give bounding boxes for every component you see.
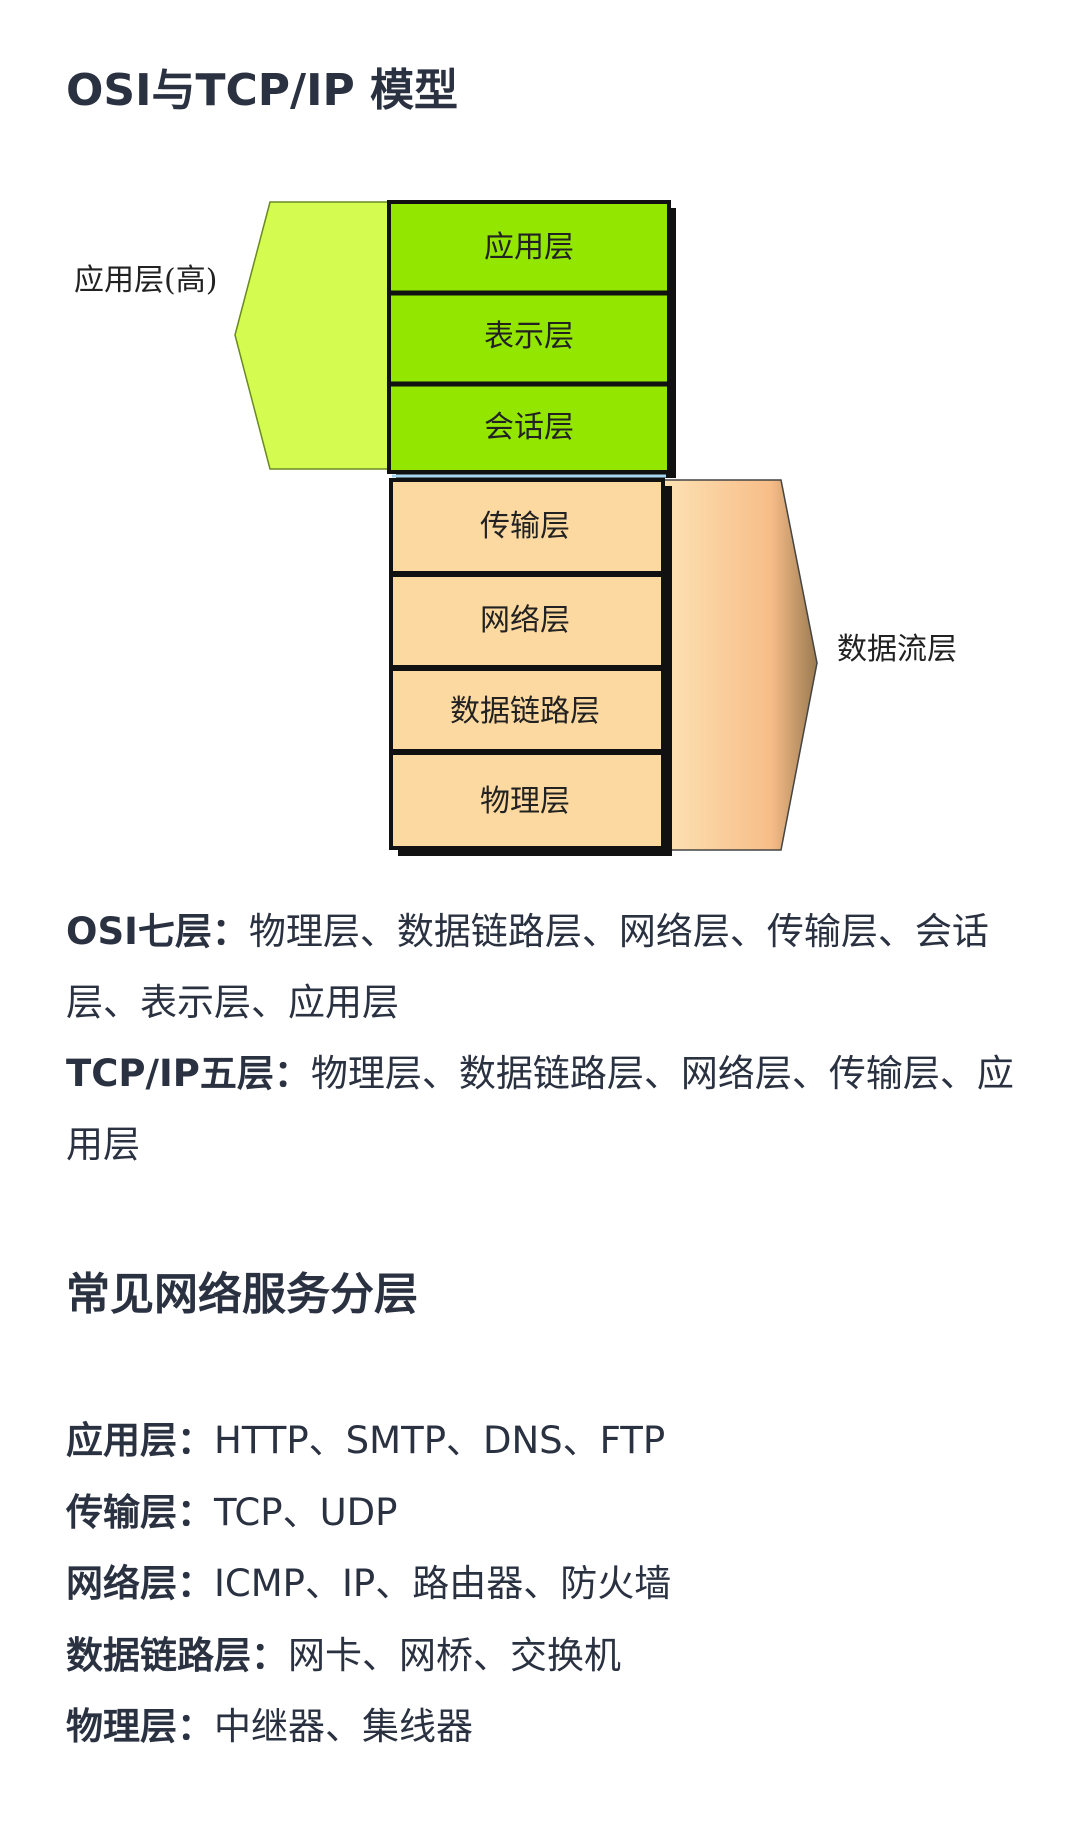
service-row: 数据链路层：网卡、网桥、交换机 <box>66 1620 671 1692</box>
tcpip-text: 物理层、数据链路层、网络层、传输层、应用层 <box>66 1052 1014 1166</box>
osi-text: 物理层、数据链路层、网络层、传输层、会话层、表示层、应用层 <box>66 910 989 1024</box>
service-label: 应用层： <box>66 1419 214 1462</box>
service-label: 物理层： <box>66 1705 214 1748</box>
layer-transport: 传输层 <box>480 509 570 544</box>
service-value: TCP、UDP <box>214 1490 398 1534</box>
service-value: ICMP、IP、路由器、防火墙 <box>214 1562 672 1605</box>
layer-application: 应用层 <box>484 230 574 265</box>
service-value: HTTP、SMTP、DNS、FTP <box>214 1419 666 1462</box>
lower-group-arrow <box>662 479 818 851</box>
osi-summary: OSI七层：物理层、数据链路层、网络层、传输层、会话层、表示层、应用层 <box>66 896 1016 1038</box>
osi-model-diagram: 应用层(高) 应用层 表示层 会话层 数据流层 传输层 网络层 数据链路层 物理… <box>74 200 957 856</box>
layer-presentation: 表示层 <box>484 319 574 354</box>
upper-group-label: 应用层(高) <box>74 263 217 298</box>
tcpip-summary: TCP/IP五层：物理层、数据链路层、网络层、传输层、应用层 <box>66 1038 1016 1180</box>
tcpip-label: TCP/IP五层： <box>66 1052 311 1095</box>
service-label: 数据链路层： <box>66 1633 288 1677</box>
service-value: 网卡、网桥、交换机 <box>288 1633 621 1677</box>
layer-session: 会话层 <box>484 410 574 445</box>
service-row: 网络层：ICMP、IP、路由器、防火墙 <box>66 1548 671 1620</box>
service-label: 网络层： <box>66 1562 214 1605</box>
layer-physical: 物理层 <box>480 784 570 819</box>
service-value: 中继器、集线器 <box>214 1705 473 1748</box>
upper-group-arrow <box>234 201 390 470</box>
layer-network: 网络层 <box>480 603 570 638</box>
page-title: OSI与TCP/IP 模型 <box>66 65 459 116</box>
lower-group-label: 数据流层 <box>837 632 957 667</box>
service-label: 传输层： <box>66 1490 214 1534</box>
osi-label: OSI七层： <box>66 910 249 953</box>
service-row: 应用层：HTTP、SMTP、DNS、FTP <box>66 1405 671 1477</box>
service-row: 物理层：中继器、集线器 <box>66 1691 671 1763</box>
services-list: 应用层：HTTP、SMTP、DNS、FTP 传输层：TCP、UDP 网络层：IC… <box>66 1405 671 1763</box>
service-row: 传输层：TCP、UDP <box>66 1477 671 1549</box>
services-title: 常见网络服务分层 <box>66 1269 418 1320</box>
layer-data-link: 数据链路层 <box>450 694 600 729</box>
